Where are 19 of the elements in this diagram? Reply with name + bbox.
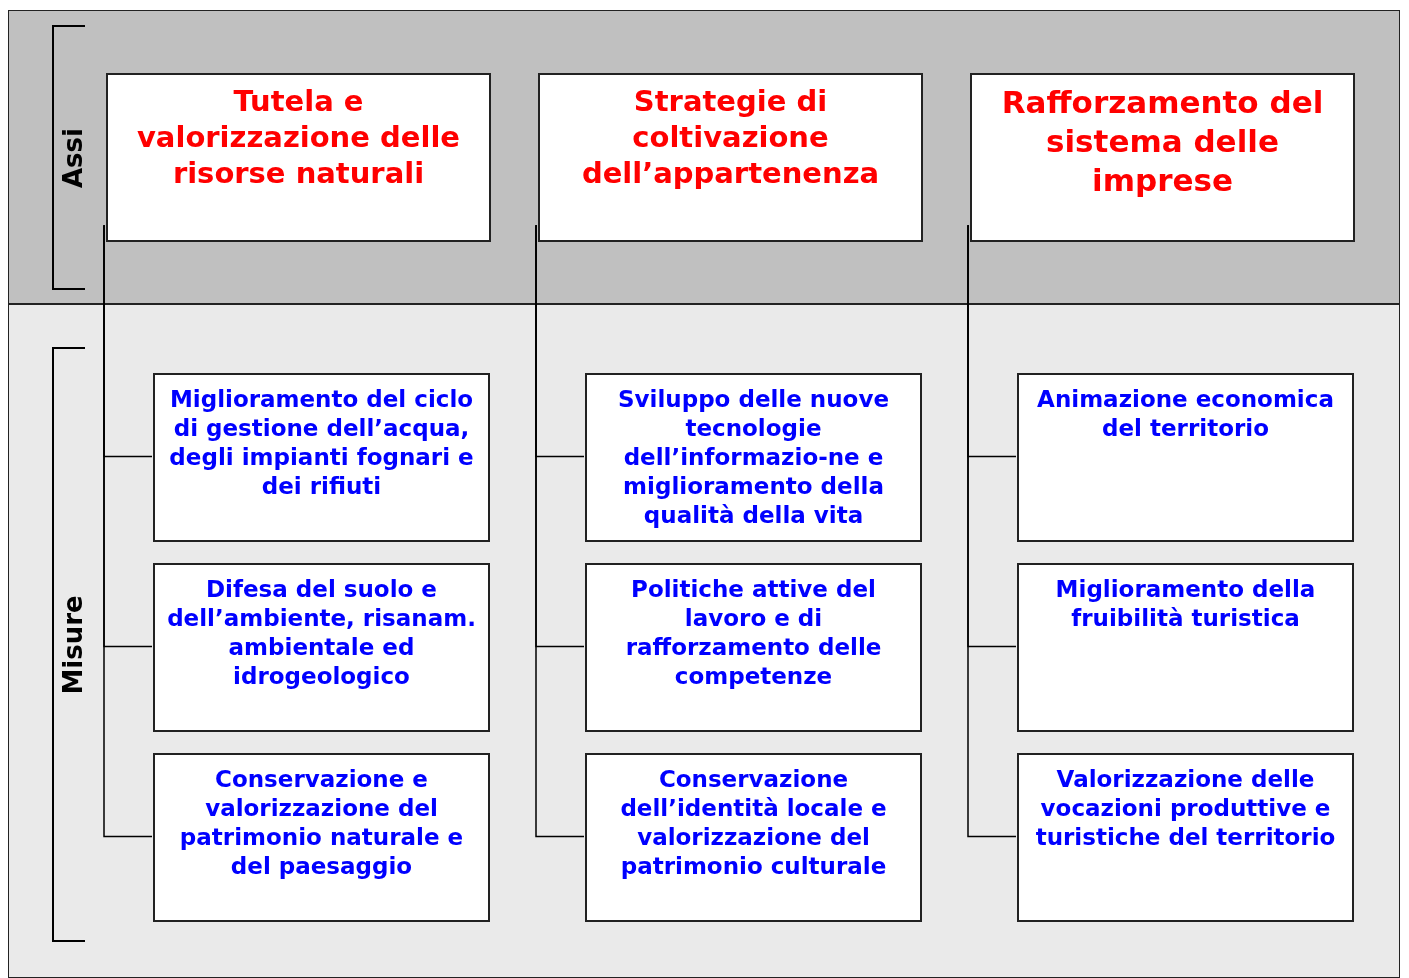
measure-box: Conservazione e valorizzazione del patrimonio naturale e del paesaggio bbox=[153, 753, 490, 922]
measure-box: Conservazione dell’identità locale e valorizzazione del patrimonio culturale bbox=[585, 753, 922, 922]
band-label: Assi bbox=[58, 127, 88, 188]
measure-box: Politiche attive del lavoro e di rafforzamento delle competenze bbox=[585, 563, 922, 732]
axis-box: Tutela e valorizzazione delle risorse naturali bbox=[106, 73, 491, 242]
measure-box: Animazione economica del territorio bbox=[1017, 373, 1354, 542]
axes-band bbox=[8, 10, 1400, 304]
axis-box: Strategie di coltivazione dell’appartenenza bbox=[538, 73, 923, 242]
measures-band bbox=[8, 304, 1400, 978]
connector-line bbox=[535, 225, 585, 838]
measure-box: Sviluppo delle nuove tecnologie dell’informazio-ne e miglioramento della qualità della vita bbox=[585, 373, 922, 542]
connector-line bbox=[967, 225, 1017, 838]
measure-box: Miglioramento della fruibilità turistica bbox=[1017, 563, 1354, 732]
axis-box: Rafforzamento del sistema delle imprese bbox=[970, 73, 1355, 242]
measure-box: Miglioramento del ciclo di gestione dell’acqua, degli impianti fognari e dei rifiuti bbox=[153, 373, 490, 542]
connector-line bbox=[103, 225, 153, 838]
measure-box: Valorizzazione delle vocazioni produttive e turistiche del territorio bbox=[1017, 753, 1354, 922]
band-label: Misure bbox=[58, 594, 88, 695]
measure-box: Difesa del suolo e dell’ambiente, risanam. ambientale ed idrogeologico bbox=[153, 563, 490, 732]
